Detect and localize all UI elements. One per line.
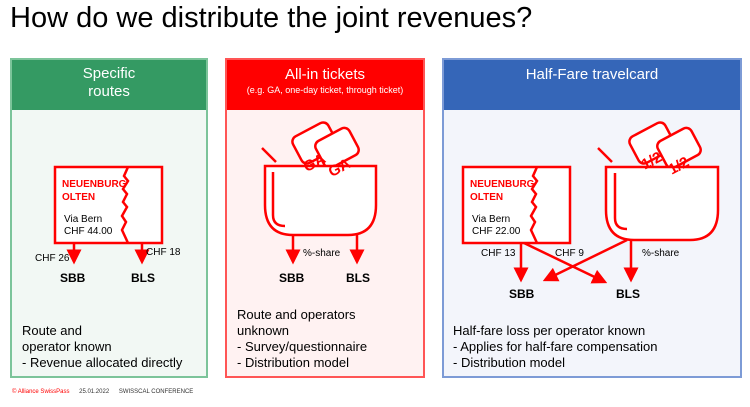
ticket-icon bbox=[461, 165, 572, 245]
footer: © Alliance SwissPass 25.01.2022 SWISSCAL… bbox=[12, 389, 201, 395]
half-ticket-icon bbox=[628, 121, 702, 170]
ga-ticket-icon bbox=[291, 121, 360, 170]
copyright: © Alliance SwissPass bbox=[12, 389, 70, 395]
page-title: How do we distribute the joint revenues? bbox=[10, 2, 533, 34]
tear-line bbox=[120, 166, 130, 244]
operator-bls: BLS bbox=[346, 271, 370, 285]
operator-sbb: SBB bbox=[509, 287, 535, 301]
handle-line bbox=[261, 147, 277, 163]
ticket-from: NEUENBURG bbox=[62, 179, 127, 190]
text-line: - Revenue allocated directly bbox=[22, 355, 183, 370]
panel-header: All-in tickets (e.g. GA, one-day ticket, … bbox=[227, 60, 423, 110]
operator-sbb: SBB bbox=[279, 271, 305, 285]
wallet-icon bbox=[263, 164, 378, 237]
text-line: Half-fare loss per operator known bbox=[453, 323, 646, 338]
panel-description: Route and operators unknown - Survey/que… bbox=[237, 307, 367, 371]
panel-description: Route and operator known - Revenue alloc… bbox=[22, 323, 182, 371]
share-sbb: CHF 13 bbox=[481, 248, 516, 259]
text-line: Route and operators bbox=[237, 307, 356, 322]
text-line: - Distribution model bbox=[453, 355, 565, 370]
share-bls: CHF 18 bbox=[146, 247, 181, 258]
operator-bls: BLS bbox=[616, 287, 640, 301]
share-sbb: CHF 26 bbox=[35, 253, 70, 264]
ticket-price: CHF 22.00 bbox=[472, 226, 521, 237]
text-line: - Distribution model bbox=[237, 355, 349, 370]
operator-bls: BLS bbox=[131, 271, 155, 285]
text-line: - Applies for half-fare compensation bbox=[453, 339, 658, 354]
text-line: unknown bbox=[237, 323, 290, 338]
panel-all-in-tickets: All-in tickets (e.g. GA, one-day ticket, … bbox=[225, 58, 425, 378]
ticket-from: NEUENBURG bbox=[470, 179, 535, 190]
ticket-via: Via Bern bbox=[64, 214, 102, 225]
header-line: Specific bbox=[82, 65, 136, 82]
operator-sbb: SBB bbox=[60, 271, 86, 285]
share-label: %-share bbox=[642, 248, 680, 259]
ticket-via: Via Bern bbox=[472, 214, 510, 225]
header-line: All-in tickets bbox=[284, 66, 366, 83]
ticket-price: CHF 44.00 bbox=[64, 226, 113, 237]
panel-header: Half-Fare travelcard bbox=[444, 60, 740, 110]
header-subtitle: (e.g. GA, one-day ticket, through ticket… bbox=[246, 85, 404, 95]
share-label: %-share bbox=[303, 248, 341, 259]
text-line: operator known bbox=[22, 339, 112, 354]
ticket-to: OLTEN bbox=[62, 192, 95, 203]
date: 25.01.2022 bbox=[79, 389, 110, 395]
text-line: - Survey/questionnaire bbox=[237, 339, 368, 354]
ticket-icon bbox=[53, 165, 164, 245]
share-bls: CHF 9 bbox=[555, 248, 584, 259]
header-line: routes bbox=[88, 83, 130, 100]
header-line: Half-Fare travelcard bbox=[525, 66, 659, 83]
event-name: SWISSCAL CONFERENCE bbox=[118, 389, 194, 395]
text-line: Route and bbox=[22, 323, 82, 338]
panel-description: Half-fare loss per operator known - Appl… bbox=[453, 323, 658, 371]
wallet-icon bbox=[604, 165, 720, 242]
ticket-to: OLTEN bbox=[470, 192, 503, 203]
